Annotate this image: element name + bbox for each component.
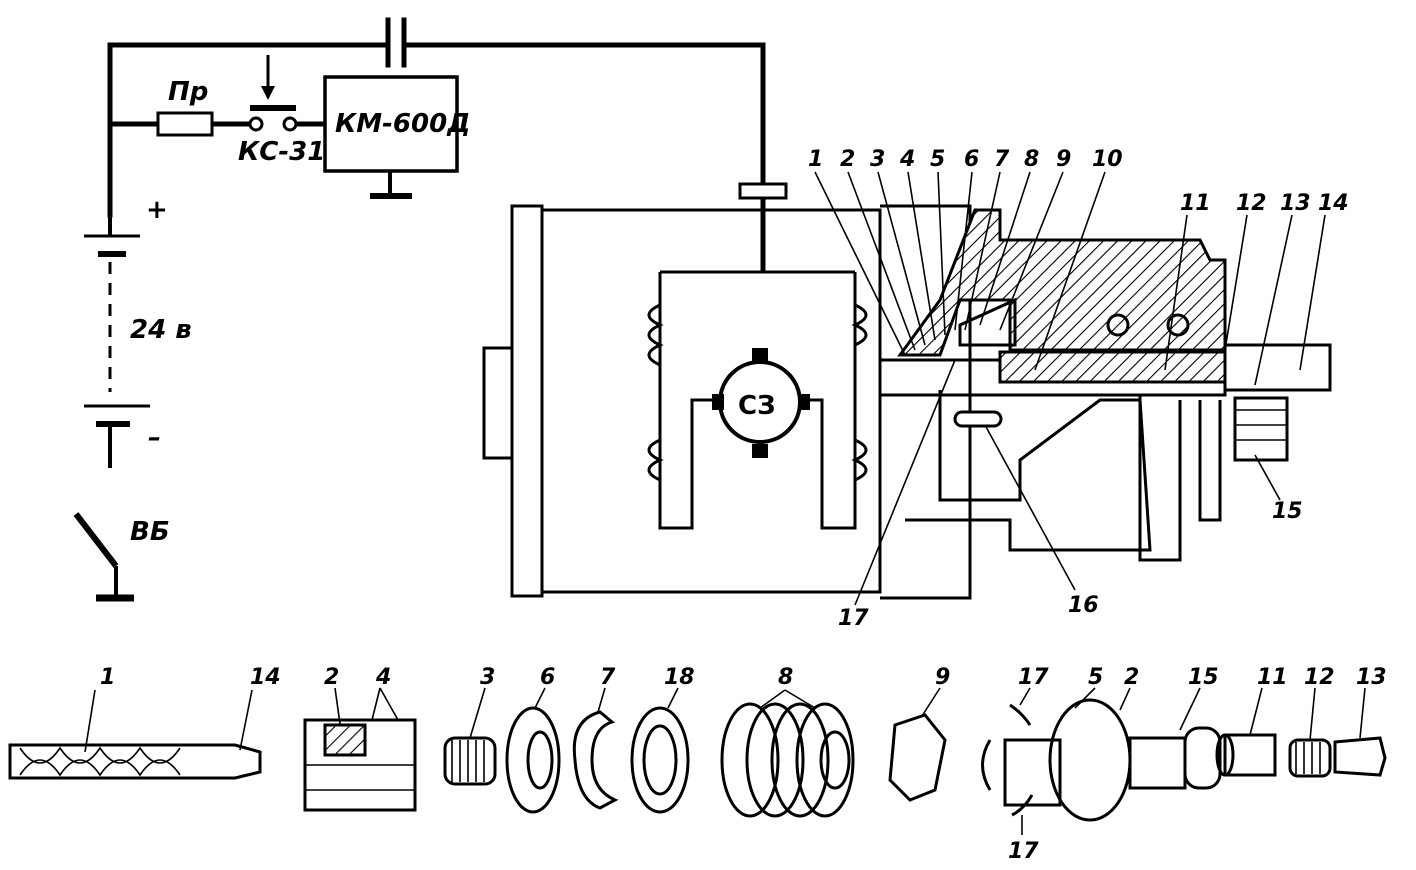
part-spring	[443, 687, 497, 786]
part-friction-discs	[720, 689, 855, 818]
parts-label-18: 18	[664, 665, 695, 690]
relay-label: КМ-600Д	[335, 109, 470, 139]
wiring-circuit	[107, 17, 766, 218]
callout-17: 17	[838, 606, 869, 631]
start-button-symbol: КС-31	[238, 55, 325, 167]
battery-plus: +	[146, 195, 168, 225]
part-snap-ring-7	[572, 687, 619, 810]
part-washer-18	[630, 687, 690, 814]
callout-3: 3	[870, 147, 885, 172]
switch-label: ВБ	[130, 517, 170, 547]
callout-5: 5	[930, 147, 945, 172]
callout-8: 8	[1024, 147, 1039, 172]
parts-label-1: 1	[100, 665, 115, 690]
callout-13: 13	[1280, 191, 1311, 216]
parts-label-11: 11	[1257, 665, 1288, 690]
callout-4: 4	[899, 147, 915, 172]
parts-label-2: 2	[324, 665, 339, 690]
callout-15: 15	[1272, 499, 1303, 524]
parts-label-17-bottom: 17	[1008, 839, 1039, 864]
callout-16: 16	[1068, 593, 1099, 618]
button-label: КС-31	[238, 137, 325, 167]
parts-label-6: 6	[540, 665, 555, 690]
parts-label-13: 13	[1356, 665, 1387, 690]
callout-7: 7	[994, 147, 1010, 172]
battery-symbol: + 24 в –	[84, 195, 192, 468]
starter-housing	[482, 182, 972, 600]
parts-label-14: 14	[250, 665, 281, 690]
relay-box: КМ-600Д	[323, 75, 470, 199]
parts-label-4: 4	[375, 665, 391, 690]
callout-14: 14	[1318, 191, 1349, 216]
part-pinion-assembly	[981, 687, 1222, 835]
battery-switch-symbol: ВБ	[73, 512, 170, 602]
callout-11: 11	[1180, 191, 1211, 216]
callout-10: 10	[1092, 147, 1123, 172]
part-thrust-nut	[888, 687, 947, 802]
callout-9: 9	[1056, 147, 1071, 172]
fuse-label: Пр	[168, 77, 208, 107]
parts-label-2b: 2	[1124, 665, 1139, 690]
parts-label-7: 7	[600, 665, 616, 690]
callout-12: 12	[1236, 191, 1267, 216]
fuse-symbol: Пр	[156, 77, 214, 137]
parts-label-5: 5	[1088, 665, 1103, 690]
part-cap	[1333, 687, 1387, 777]
part-shaft	[8, 689, 262, 780]
parts-label-8: 8	[778, 665, 793, 690]
parts-label-3: 3	[480, 665, 495, 690]
armature-symbol: СЗ	[712, 348, 810, 458]
battery-minus: –	[148, 423, 161, 453]
parts-label-9: 9	[935, 665, 950, 690]
parts-label-12: 12	[1304, 665, 1335, 690]
callout-2: 2	[840, 147, 855, 172]
callout-1: 1	[808, 147, 823, 172]
motor-label: СЗ	[738, 391, 776, 421]
parts-row: 1 14 2 4 3 6 7 18 8 9 17 5 2 15 11 12 13…	[8, 665, 1387, 864]
parts-label-15: 15	[1188, 665, 1219, 690]
section-callouts: 1 2 3 4 5 6 7 8 9 10 11 12 13 14 15 16 1…	[808, 147, 1349, 631]
part-washer-6	[505, 687, 561, 814]
part-small-spring	[1288, 687, 1332, 778]
part-clutch	[303, 687, 417, 812]
callout-6: 6	[964, 147, 979, 172]
battery-voltage: 24 в	[130, 315, 192, 345]
part-sleeve	[1215, 687, 1277, 777]
parts-label-17-top: 17	[1018, 665, 1049, 690]
drive-assembly-section	[880, 208, 1332, 562]
